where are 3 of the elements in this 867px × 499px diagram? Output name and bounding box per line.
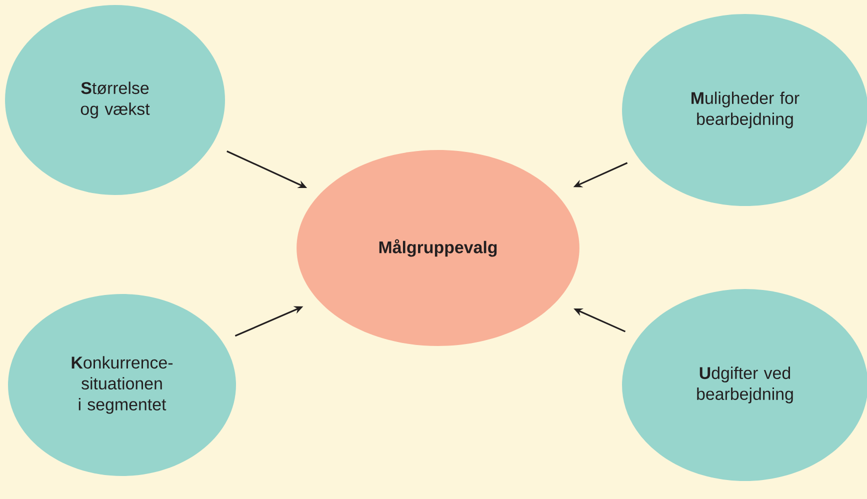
ellipse-node: Målgruppevalg <box>296 150 580 346</box>
ellipse-node: Konkurrence- situationen i segmentet <box>8 294 236 476</box>
ellipse-node: Størrelse og vækst <box>5 5 225 195</box>
